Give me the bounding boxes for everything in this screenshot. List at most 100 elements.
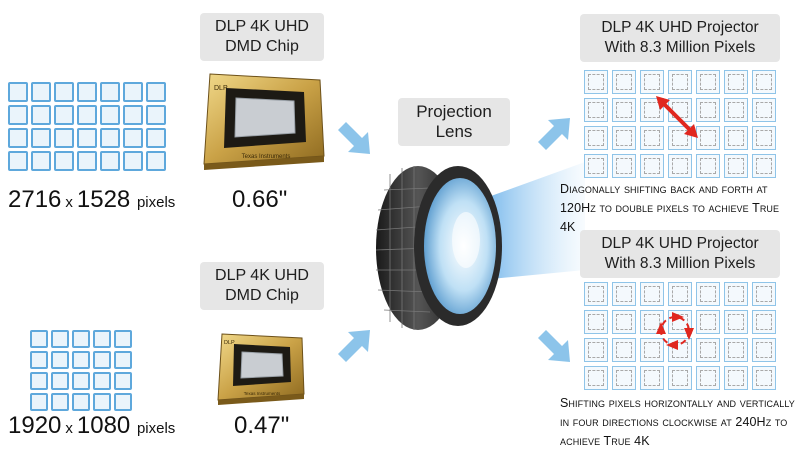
pixel-cell [8, 128, 28, 148]
pixel-cell [640, 154, 664, 178]
bottom-chip-size: 0.47" [234, 412, 290, 439]
pixel-cell [612, 338, 636, 362]
pixel-cell [93, 330, 111, 348]
pixel-cell [696, 126, 720, 150]
top-projector-title: DLP 4K UHD Projector With 8.3 Million Pi… [580, 14, 780, 62]
pixel-cell [724, 338, 748, 362]
pixel-cell [72, 393, 90, 411]
pixel-cell [54, 151, 74, 171]
pixel-cell [100, 105, 120, 125]
top-projector-caption: Diagonally shifting back and forth at 12… [560, 182, 780, 234]
pixel-cell [8, 105, 28, 125]
arrow-lens-to-top-projector [538, 118, 570, 150]
pixel-cell [752, 154, 776, 178]
pixel-cell [31, 82, 51, 102]
pixel-cell [584, 282, 608, 306]
pixel-cell [31, 151, 51, 171]
pixel-cell [31, 128, 51, 148]
pixel-cell [668, 70, 692, 94]
clockwise-shift-arrows-icon [656, 312, 694, 350]
pixel-cell [584, 126, 608, 150]
pixel-cell [146, 151, 166, 171]
pixel-cell [696, 282, 720, 306]
pixel-cell [123, 105, 143, 125]
projection-lens-label: Projection Lens [398, 98, 510, 146]
pixel-cell [640, 126, 664, 150]
pixel-cell [123, 151, 143, 171]
pixel-cell [752, 282, 776, 306]
pixel-cell [724, 154, 748, 178]
pixel-cell [612, 126, 636, 150]
arrow-top-chip-to-lens [338, 122, 370, 154]
pixel-cell [752, 70, 776, 94]
pixel-cell [114, 372, 132, 390]
top-chip-maker: Texas Instruments [242, 154, 291, 160]
bottom-res-times: x [65, 420, 73, 437]
diagonal-shift-arrow-icon [656, 96, 698, 138]
pixel-cell [752, 126, 776, 150]
pixel-cell [30, 372, 48, 390]
top-chip-brand: DLP [214, 85, 228, 92]
pixel-cell [640, 282, 664, 306]
projection-lens-image [375, 162, 585, 330]
pixel-cell [114, 330, 132, 348]
pixel-cell [584, 154, 608, 178]
pixel-cell [612, 98, 636, 122]
arrow-lens-to-bottom-projector [538, 330, 570, 362]
top-projected-pixel-grid [584, 70, 776, 178]
pixel-cell [696, 338, 720, 362]
bottom-pixel-grid [30, 330, 132, 411]
pixel-cell [584, 70, 608, 94]
pixel-cell [584, 366, 608, 390]
pixel-cell [724, 366, 748, 390]
bottom-res-unit: pixels [136, 420, 176, 437]
pixel-cell [668, 338, 692, 362]
pixel-cell [752, 98, 776, 122]
pixel-cell [100, 82, 120, 102]
pixel-cell [77, 82, 97, 102]
pixel-cell [77, 151, 97, 171]
top-res-times: x [65, 194, 73, 211]
pixel-cell [54, 105, 74, 125]
pixel-cell [724, 310, 748, 334]
top-chip-size: 0.66" [232, 186, 288, 213]
top-pixel-grid [8, 82, 166, 171]
pixel-cell [146, 105, 166, 125]
pixel-cell [30, 330, 48, 348]
pixel-cell [584, 98, 608, 122]
pixel-cell [724, 70, 748, 94]
pixel-cell [668, 126, 692, 150]
pixel-cell [724, 282, 748, 306]
bottom-chip-maker: Texas Instruments [244, 391, 281, 396]
pixel-cell [146, 82, 166, 102]
pixel-cell [51, 330, 69, 348]
top-res-height: 1528 [76, 186, 131, 213]
bottom-chip-brand: DLP [224, 340, 235, 346]
pixel-cell [612, 154, 636, 178]
top-chip-label: DLP 4K UHD DMD Chip [200, 13, 324, 61]
pixel-cell [752, 366, 776, 390]
pixel-cell [696, 366, 720, 390]
pixel-cell [752, 338, 776, 362]
pixel-cell [93, 372, 111, 390]
pixel-cell [696, 70, 720, 94]
bottom-res-height: 1080 [76, 412, 131, 439]
pixel-cell [640, 366, 664, 390]
pixel-cell [612, 366, 636, 390]
pixel-cell [724, 98, 748, 122]
pixel-cell [30, 351, 48, 369]
pixel-cell [77, 128, 97, 148]
pixel-cell [8, 151, 28, 171]
pixel-cell [612, 310, 636, 334]
pixel-cell [640, 338, 664, 362]
arrow-bottom-chip-to-lens [338, 330, 370, 362]
top-dmd-chip-image: DLP Texas Instruments [203, 73, 325, 170]
pixel-cell [752, 310, 776, 334]
pixel-cell [31, 105, 51, 125]
pixel-cell [114, 393, 132, 411]
pixel-cell [77, 105, 97, 125]
pixel-cell [668, 282, 692, 306]
pixel-cell [51, 351, 69, 369]
